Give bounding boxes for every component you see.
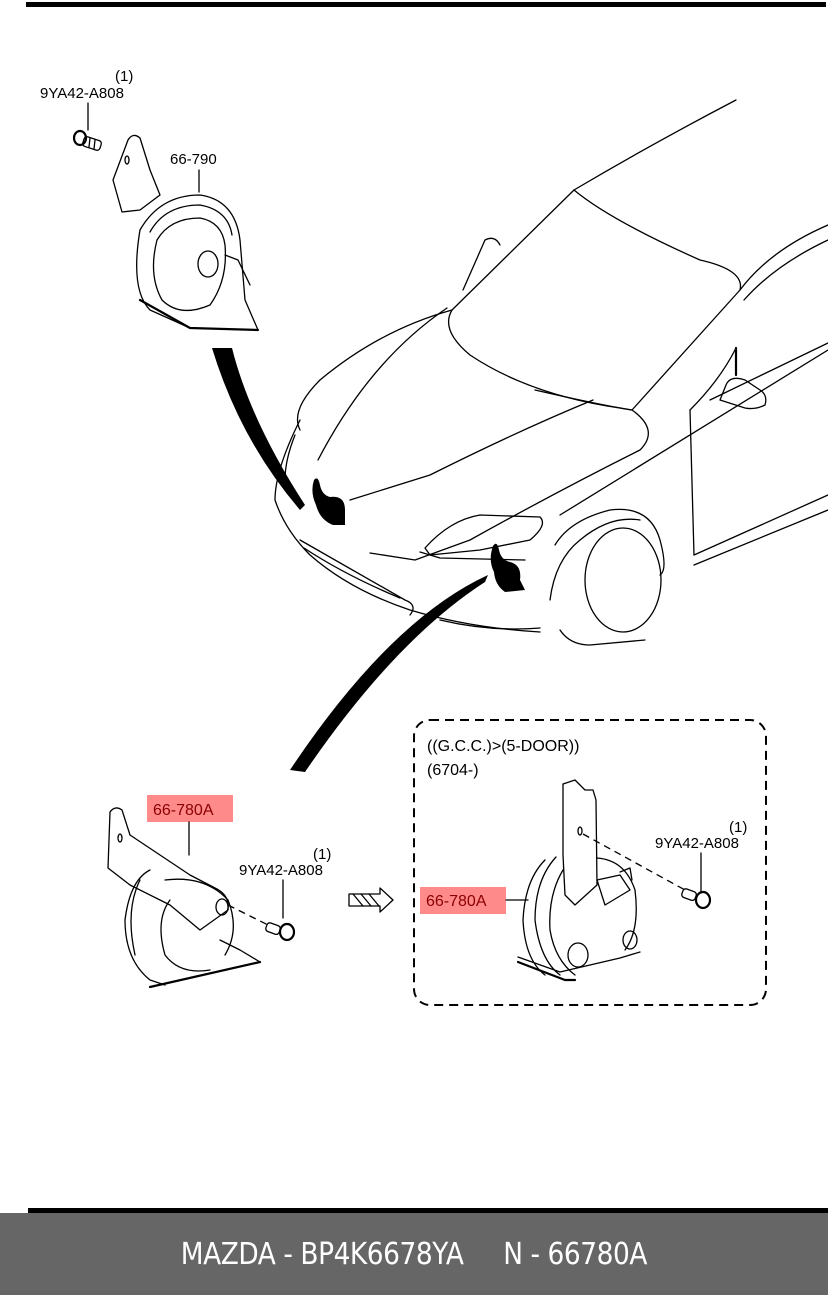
horn-location-marker-left bbox=[312, 478, 345, 525]
car-outline-drawing bbox=[274, 99, 828, 646]
top-horn-drawing bbox=[112, 134, 260, 332]
horn-location-marker-right bbox=[490, 543, 525, 592]
top-bolt-qty: (1) bbox=[115, 68, 133, 85]
footer-bar: MAZDA - BP4K6678YA N - 66780A bbox=[0, 1213, 828, 1295]
variant-horn-drawing bbox=[516, 779, 686, 982]
hatched-right-arrow-icon bbox=[348, 887, 394, 913]
variant-condition-line2: (6704-) bbox=[427, 762, 479, 779]
callout-arrow-top bbox=[212, 348, 305, 510]
variant-condition-line1: ((G.C.C.)>(5-DOOR)) bbox=[427, 738, 579, 755]
bottom-border bbox=[28, 1208, 828, 1213]
variant-box-border bbox=[413, 719, 767, 1006]
variant-box: ((G.C.C.)>(5-DOOR)) (6704-) 66-780A (1) … bbox=[413, 719, 767, 1006]
top-bolt-callout: (1) 9YA42-A808 bbox=[40, 68, 133, 131]
variant-bolt-icon bbox=[681, 888, 712, 910]
bottom-left-bolt-part-number: 9YA42-A808 bbox=[239, 862, 323, 879]
variant-horn-highlight bbox=[420, 887, 506, 914]
top-horn-callout: 66-790 bbox=[170, 151, 217, 193]
bottom-left-bolt-icon bbox=[265, 922, 296, 942]
top-border bbox=[26, 2, 826, 7]
footer-part-info: MAZDA - BP4K6678YA N - 66780A bbox=[180, 1236, 648, 1272]
bottom-left-horn-part-number: 66-780A bbox=[153, 802, 214, 819]
variant-horn-part-number: 66-780A bbox=[426, 893, 487, 910]
bottom-left-bolt-callout: (1) 9YA42-A808 bbox=[239, 846, 331, 919]
bottom-left-horn-drawing bbox=[107, 807, 269, 989]
bottom-left-horn-callout: 66-780A bbox=[147, 795, 233, 856]
top-horn-part-number: 66-790 bbox=[170, 151, 217, 168]
top-bolt-icon bbox=[72, 129, 102, 151]
bottom-left-bolt-qty: (1) bbox=[313, 846, 331, 863]
variant-bolt-part-number: 9YA42-A808 bbox=[655, 835, 739, 852]
variant-bolt-qty: (1) bbox=[729, 819, 747, 836]
callout-arrow-bottom bbox=[290, 575, 488, 772]
bottom-left-horn-highlight bbox=[147, 795, 233, 822]
top-bolt-part-number: 9YA42-A808 bbox=[40, 85, 124, 102]
